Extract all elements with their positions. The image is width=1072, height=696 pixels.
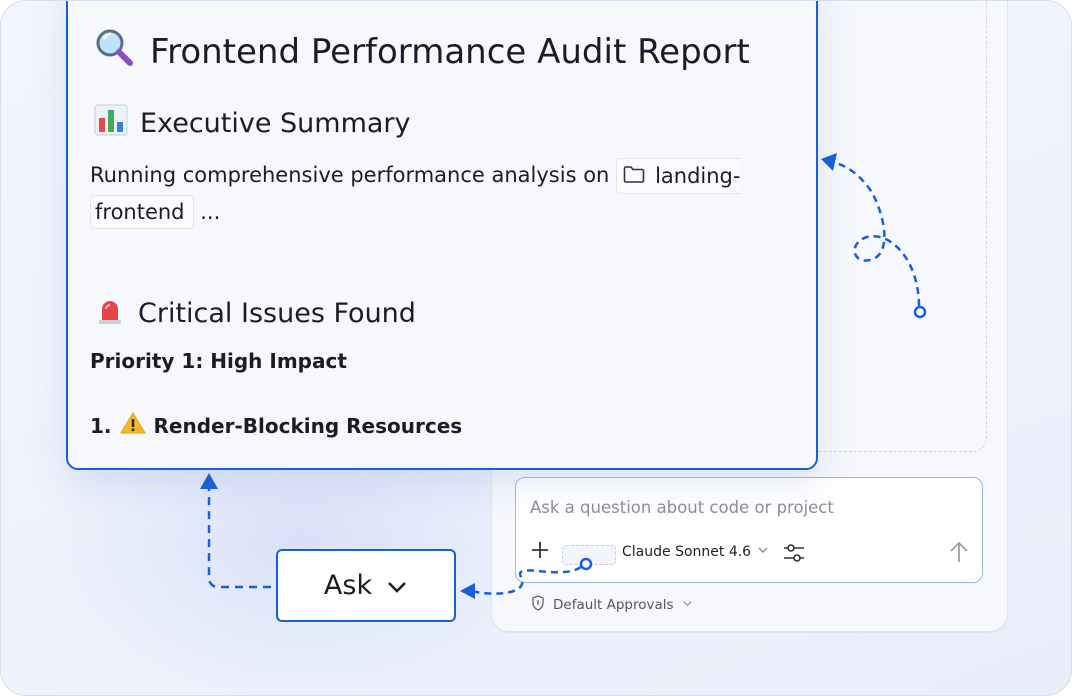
- settings-sliders-icon[interactable]: [782, 542, 806, 568]
- folder-icon: [623, 158, 645, 195]
- arrow-start-dot-panel: [913, 305, 927, 319]
- arrow-to-report: [207, 483, 271, 589]
- plus-icon[interactable]: [530, 540, 550, 564]
- warning-icon: [119, 411, 146, 440]
- arrow-head-up: [200, 473, 218, 489]
- model-name: Claude Sonnet 4.6: [622, 544, 752, 560]
- ellipsis-text: ...: [200, 200, 221, 224]
- report-title: Frontend Performance Audit Report: [94, 27, 750, 76]
- folder-chip-continued[interactable]: frontend: [90, 195, 194, 229]
- priority-label: Priority 1: High Impact: [90, 349, 347, 373]
- issue-item: 1. Render-Blocking Resources: [90, 411, 462, 440]
- issue-title: Render-Blocking Resources: [153, 413, 463, 438]
- arrow-start-dot-chat: [579, 557, 593, 571]
- chevron-down-icon: [682, 597, 693, 613]
- arrow-head-left: [460, 583, 475, 599]
- chat-input-box[interactable]: Ask a question about code or project Cla…: [515, 477, 983, 583]
- arrow-to-ask: [470, 565, 582, 595]
- ask-button-label: Ask: [323, 570, 373, 601]
- chat-input-placeholder[interactable]: Ask a question about code or project: [530, 498, 834, 517]
- folder-chip-label: landing-: [655, 163, 741, 188]
- report-title-text: Frontend Performance Audit Report: [150, 31, 750, 72]
- approvals-selector[interactable]: Default Approvals: [531, 595, 693, 615]
- bar-chart-icon: [94, 104, 128, 143]
- arrow-head-left-top: [821, 153, 837, 171]
- arrow-to-report-right: [826, 159, 921, 307]
- chevron-down-icon: [757, 544, 769, 560]
- critical-issues-heading: Critical Issues Found: [94, 294, 416, 333]
- shield-icon: [531, 595, 545, 615]
- executive-summary-text: Running comprehensive performance analys…: [90, 157, 770, 231]
- magnifier-icon: [94, 27, 134, 76]
- summary-text: Running comprehensive performance analys…: [90, 163, 610, 187]
- executive-summary-heading: Executive Summary: [94, 104, 411, 143]
- siren-icon: [94, 294, 126, 333]
- chevron-down-icon: [386, 570, 408, 601]
- ask-mode-button[interactable]: Ask: [276, 549, 456, 622]
- approvals-label: Default Approvals: [553, 597, 674, 613]
- report-card: Frontend Performance Audit Report Execut…: [66, 1, 818, 470]
- send-arrow-icon[interactable]: [948, 540, 970, 568]
- issue-number: 1.: [90, 413, 112, 438]
- model-selector[interactable]: Claude Sonnet 4.6: [622, 544, 769, 560]
- executive-summary-label: Executive Summary: [140, 108, 411, 139]
- folder-chip[interactable]: landing-: [616, 158, 741, 195]
- critical-issues-label: Critical Issues Found: [138, 298, 416, 329]
